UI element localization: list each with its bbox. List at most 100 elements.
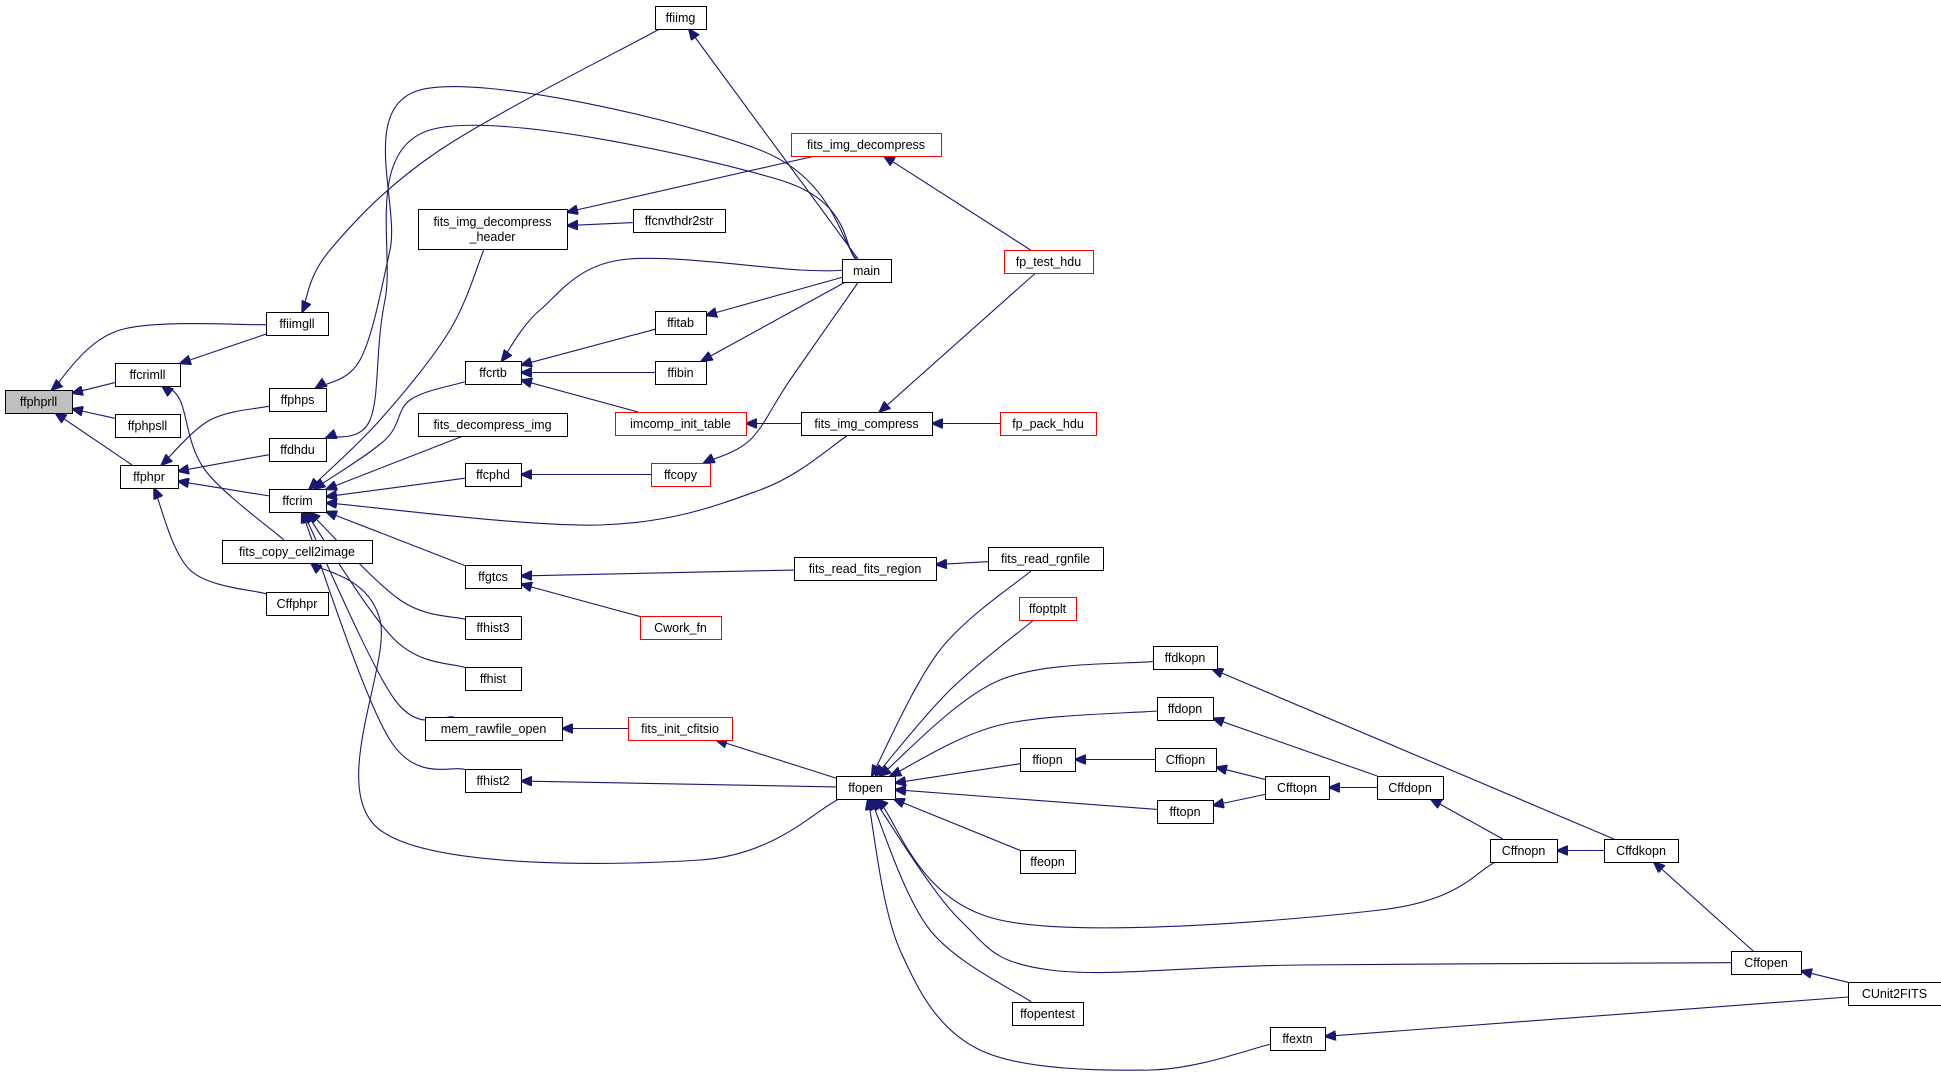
node-box[interactable] bbox=[1270, 1027, 1326, 1051]
node-ffcphd[interactable]: ffcphd bbox=[465, 463, 522, 487]
node-ffopen[interactable]: ffopen bbox=[836, 776, 896, 800]
node-box[interactable] bbox=[655, 311, 707, 335]
node-box[interactable] bbox=[1020, 850, 1076, 874]
node-ffphps[interactable]: ffphps bbox=[269, 388, 327, 412]
node-box[interactable] bbox=[115, 414, 181, 438]
node-fits_init_cfitsio[interactable]: fits_init_cfitsio bbox=[628, 717, 733, 741]
node-ffdopn[interactable]: ffdopn bbox=[1157, 697, 1214, 721]
node-box[interactable] bbox=[1731, 951, 1802, 975]
node-ffgtcs[interactable]: ffgtcs bbox=[465, 565, 522, 589]
node-fits_img_decompress[interactable]: fits_img_decompress bbox=[791, 133, 942, 157]
node-Cffphpr[interactable]: Cffphpr bbox=[266, 592, 329, 616]
node-ffoptplt[interactable]: ffoptplt bbox=[1019, 597, 1077, 621]
node-Cffopen[interactable]: Cffopen bbox=[1731, 951, 1802, 975]
node-fits_img_compress[interactable]: fits_img_compress bbox=[801, 412, 933, 436]
node-box[interactable] bbox=[640, 616, 722, 640]
node-main[interactable]: main bbox=[842, 259, 892, 283]
node-box[interactable] bbox=[633, 209, 726, 233]
node-box[interactable] bbox=[269, 438, 327, 462]
node-box[interactable] bbox=[1490, 839, 1558, 863]
node-box[interactable] bbox=[655, 361, 707, 385]
node-box[interactable] bbox=[1153, 646, 1218, 670]
node-box[interactable] bbox=[615, 412, 747, 436]
node-ffcrimll[interactable]: ffcrimll bbox=[115, 363, 181, 387]
node-ffphprll[interactable]: ffphprll bbox=[5, 390, 73, 414]
node-box[interactable] bbox=[266, 592, 329, 616]
node-box[interactable] bbox=[465, 769, 522, 793]
node-Cffnopn[interactable]: Cffnopn bbox=[1490, 839, 1558, 863]
node-box[interactable] bbox=[1848, 982, 1941, 1006]
node-Cffiopn[interactable]: Cffiopn bbox=[1155, 748, 1217, 772]
node-ffdhdu[interactable]: ffdhdu bbox=[269, 438, 327, 462]
node-ffhist3[interactable]: ffhist3 bbox=[465, 616, 522, 640]
node-mem_rawfile_open[interactable]: mem_rawfile_open bbox=[425, 717, 563, 741]
node-box[interactable] bbox=[120, 465, 179, 489]
node-box[interactable] bbox=[651, 463, 711, 487]
node-box[interactable] bbox=[628, 717, 733, 741]
node-ffdkopn[interactable]: ffdkopn bbox=[1153, 646, 1218, 670]
node-box[interactable] bbox=[836, 776, 896, 800]
node-box[interactable] bbox=[842, 259, 892, 283]
node-box[interactable] bbox=[425, 717, 563, 741]
node-fits_img_decompress_header[interactable]: fits_img_decompress_header bbox=[418, 209, 568, 250]
node-ffeopn[interactable]: ffeopn bbox=[1020, 850, 1076, 874]
node-fp_pack_hdu[interactable]: fp_pack_hdu bbox=[1000, 412, 1097, 436]
node-fits_read_rgnfile[interactable]: fits_read_rgnfile bbox=[988, 547, 1104, 571]
node-imcomp_init_table[interactable]: imcomp_init_table bbox=[615, 412, 747, 436]
node-ffcrim[interactable]: ffcrim bbox=[269, 489, 327, 513]
node-box[interactable] bbox=[269, 388, 327, 412]
node-ffcopy[interactable]: ffcopy bbox=[651, 463, 711, 487]
node-box[interactable] bbox=[465, 361, 522, 385]
node-box[interactable] bbox=[1265, 776, 1330, 800]
node-ffhist[interactable]: ffhist bbox=[465, 667, 522, 691]
node-box[interactable] bbox=[465, 616, 522, 640]
node-ffhist2[interactable]: ffhist2 bbox=[465, 769, 522, 793]
node-fftopn[interactable]: fftopn bbox=[1157, 800, 1214, 824]
node-CUnit2FITS[interactable]: CUnit2FITS bbox=[1848, 982, 1941, 1006]
node-ffibin[interactable]: ffibin bbox=[655, 361, 707, 385]
node-ffiopn[interactable]: ffiopn bbox=[1020, 748, 1076, 772]
node-fp_test_hdu[interactable]: fp_test_hdu bbox=[1004, 250, 1094, 274]
node-fits_read_fits_region[interactable]: fits_read_fits_region bbox=[794, 557, 937, 581]
node-box[interactable] bbox=[801, 412, 933, 436]
node-box[interactable] bbox=[1377, 776, 1444, 800]
node-box[interactable] bbox=[988, 547, 1104, 571]
node-box[interactable] bbox=[418, 209, 568, 250]
node-Cffdopn[interactable]: Cffdopn bbox=[1377, 776, 1444, 800]
node-ffiimg[interactable]: ffiimg bbox=[655, 6, 707, 30]
node-box[interactable] bbox=[794, 557, 937, 581]
node-fits_copy_cell2image[interactable]: fits_copy_cell2image bbox=[222, 540, 373, 564]
node-ffopentest[interactable]: ffopentest bbox=[1012, 1002, 1084, 1026]
node-box[interactable] bbox=[418, 413, 568, 437]
node-ffphpr[interactable]: ffphpr bbox=[120, 465, 179, 489]
node-box[interactable] bbox=[655, 6, 707, 30]
node-box[interactable] bbox=[222, 540, 373, 564]
node-box[interactable] bbox=[465, 463, 522, 487]
node-ffphpsll[interactable]: ffphpsll bbox=[115, 414, 181, 438]
node-box[interactable] bbox=[1019, 597, 1077, 621]
node-box[interactable] bbox=[1157, 800, 1214, 824]
node-box[interactable] bbox=[465, 667, 522, 691]
node-ffitab[interactable]: ffitab bbox=[655, 311, 707, 335]
node-box[interactable] bbox=[1012, 1002, 1084, 1026]
node-box[interactable] bbox=[791, 133, 942, 157]
node-box[interactable] bbox=[465, 565, 522, 589]
node-fits_decompress_img[interactable]: fits_decompress_img bbox=[418, 413, 568, 437]
node-ffcrtb[interactable]: ffcrtb bbox=[465, 361, 522, 385]
node-Cffdkopn[interactable]: Cffdkopn bbox=[1604, 839, 1679, 863]
node-ffcnvthdr2str[interactable]: ffcnvthdr2str bbox=[633, 209, 726, 233]
node-box[interactable] bbox=[115, 363, 181, 387]
node-Cwork_fn[interactable]: Cwork_fn bbox=[640, 616, 722, 640]
node-box[interactable] bbox=[266, 312, 329, 336]
node-box[interactable] bbox=[1157, 697, 1214, 721]
node-box[interactable] bbox=[1004, 250, 1094, 274]
node-ffiimgll[interactable]: ffiimgll bbox=[266, 312, 329, 336]
node-box[interactable] bbox=[1604, 839, 1679, 863]
node-box[interactable] bbox=[5, 390, 73, 414]
node-box[interactable] bbox=[1020, 748, 1076, 772]
node-ffextn[interactable]: ffextn bbox=[1270, 1027, 1326, 1051]
node-Cfftopn[interactable]: Cfftopn bbox=[1265, 776, 1330, 800]
node-box[interactable] bbox=[1155, 748, 1217, 772]
node-box[interactable] bbox=[269, 489, 327, 513]
node-box[interactable] bbox=[1000, 412, 1097, 436]
